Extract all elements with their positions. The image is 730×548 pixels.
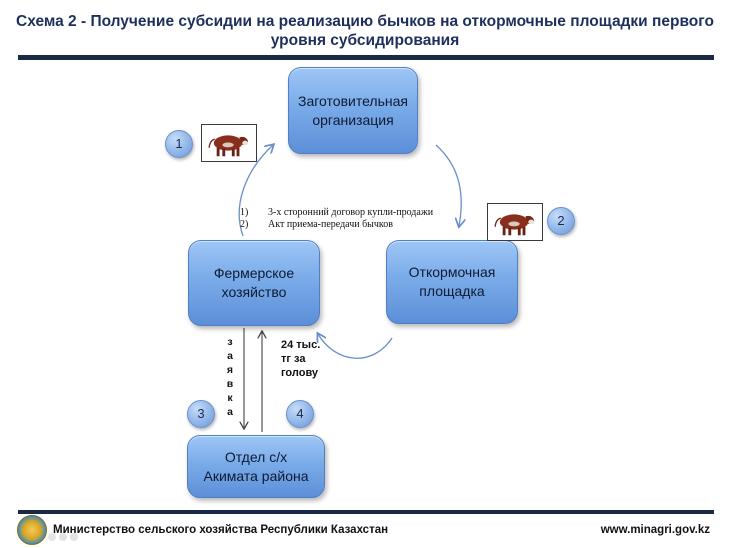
step-marker-1: 1 bbox=[165, 130, 193, 158]
node-department-label: Отдел с/х Акимата района bbox=[203, 448, 309, 484]
state-emblem-icon bbox=[17, 515, 47, 545]
title-divider bbox=[18, 55, 714, 60]
application-letter: я bbox=[226, 364, 234, 376]
application-letter: з bbox=[227, 336, 233, 348]
slide-title: Схема 2 - Получение субсидии на реализац… bbox=[16, 13, 714, 49]
document-number: 2) bbox=[240, 219, 249, 230]
node-feedlot-label: Откормочная площадка bbox=[408, 264, 496, 299]
step-marker-4: 4 bbox=[286, 400, 314, 428]
document-text: Акт приема-передачи бычков bbox=[268, 219, 393, 230]
application-letter: а bbox=[227, 350, 233, 362]
application-label: з а я в к а bbox=[224, 335, 236, 419]
bull-icon bbox=[487, 203, 543, 241]
node-farm: Фермерское хозяйство bbox=[188, 240, 320, 326]
application-letter: к bbox=[227, 392, 233, 404]
required-documents-list: 1) 3-х сторонний договор купли-продажи 2… bbox=[240, 207, 500, 231]
node-procurement-organization: Заготовительная организация bbox=[288, 67, 418, 154]
footer-website: www.minagri.gov.kz bbox=[600, 524, 710, 536]
decorative-dots bbox=[48, 528, 84, 541]
node-procurement-label: Заготовительная организация bbox=[298, 92, 408, 128]
application-letter: а bbox=[227, 406, 233, 418]
step-marker-2: 2 bbox=[547, 207, 575, 235]
node-agriculture-department: Отдел с/х Акимата района bbox=[187, 435, 325, 498]
footer-ministry-name: Министерство сельского хозяйства Республ… bbox=[53, 524, 389, 536]
application-letter: в bbox=[226, 378, 234, 390]
bull-icon bbox=[201, 124, 257, 162]
node-farm-label: Фермерское хозяйство bbox=[213, 265, 295, 300]
document-item: 2) Акт приема-передачи бычков bbox=[240, 219, 500, 231]
step-marker-3: 3 bbox=[187, 400, 215, 428]
document-number: 1) bbox=[240, 207, 249, 218]
footer-divider bbox=[18, 510, 714, 514]
node-feedlot: Откормочная площадка bbox=[386, 240, 518, 324]
subsidy-amount-label: 24 тыс. тг за голову bbox=[281, 339, 321, 379]
document-text: 3-х сторонний договор купли-продажи bbox=[268, 207, 434, 218]
document-item: 1) 3-х сторонний договор купли-продажи bbox=[240, 207, 500, 219]
